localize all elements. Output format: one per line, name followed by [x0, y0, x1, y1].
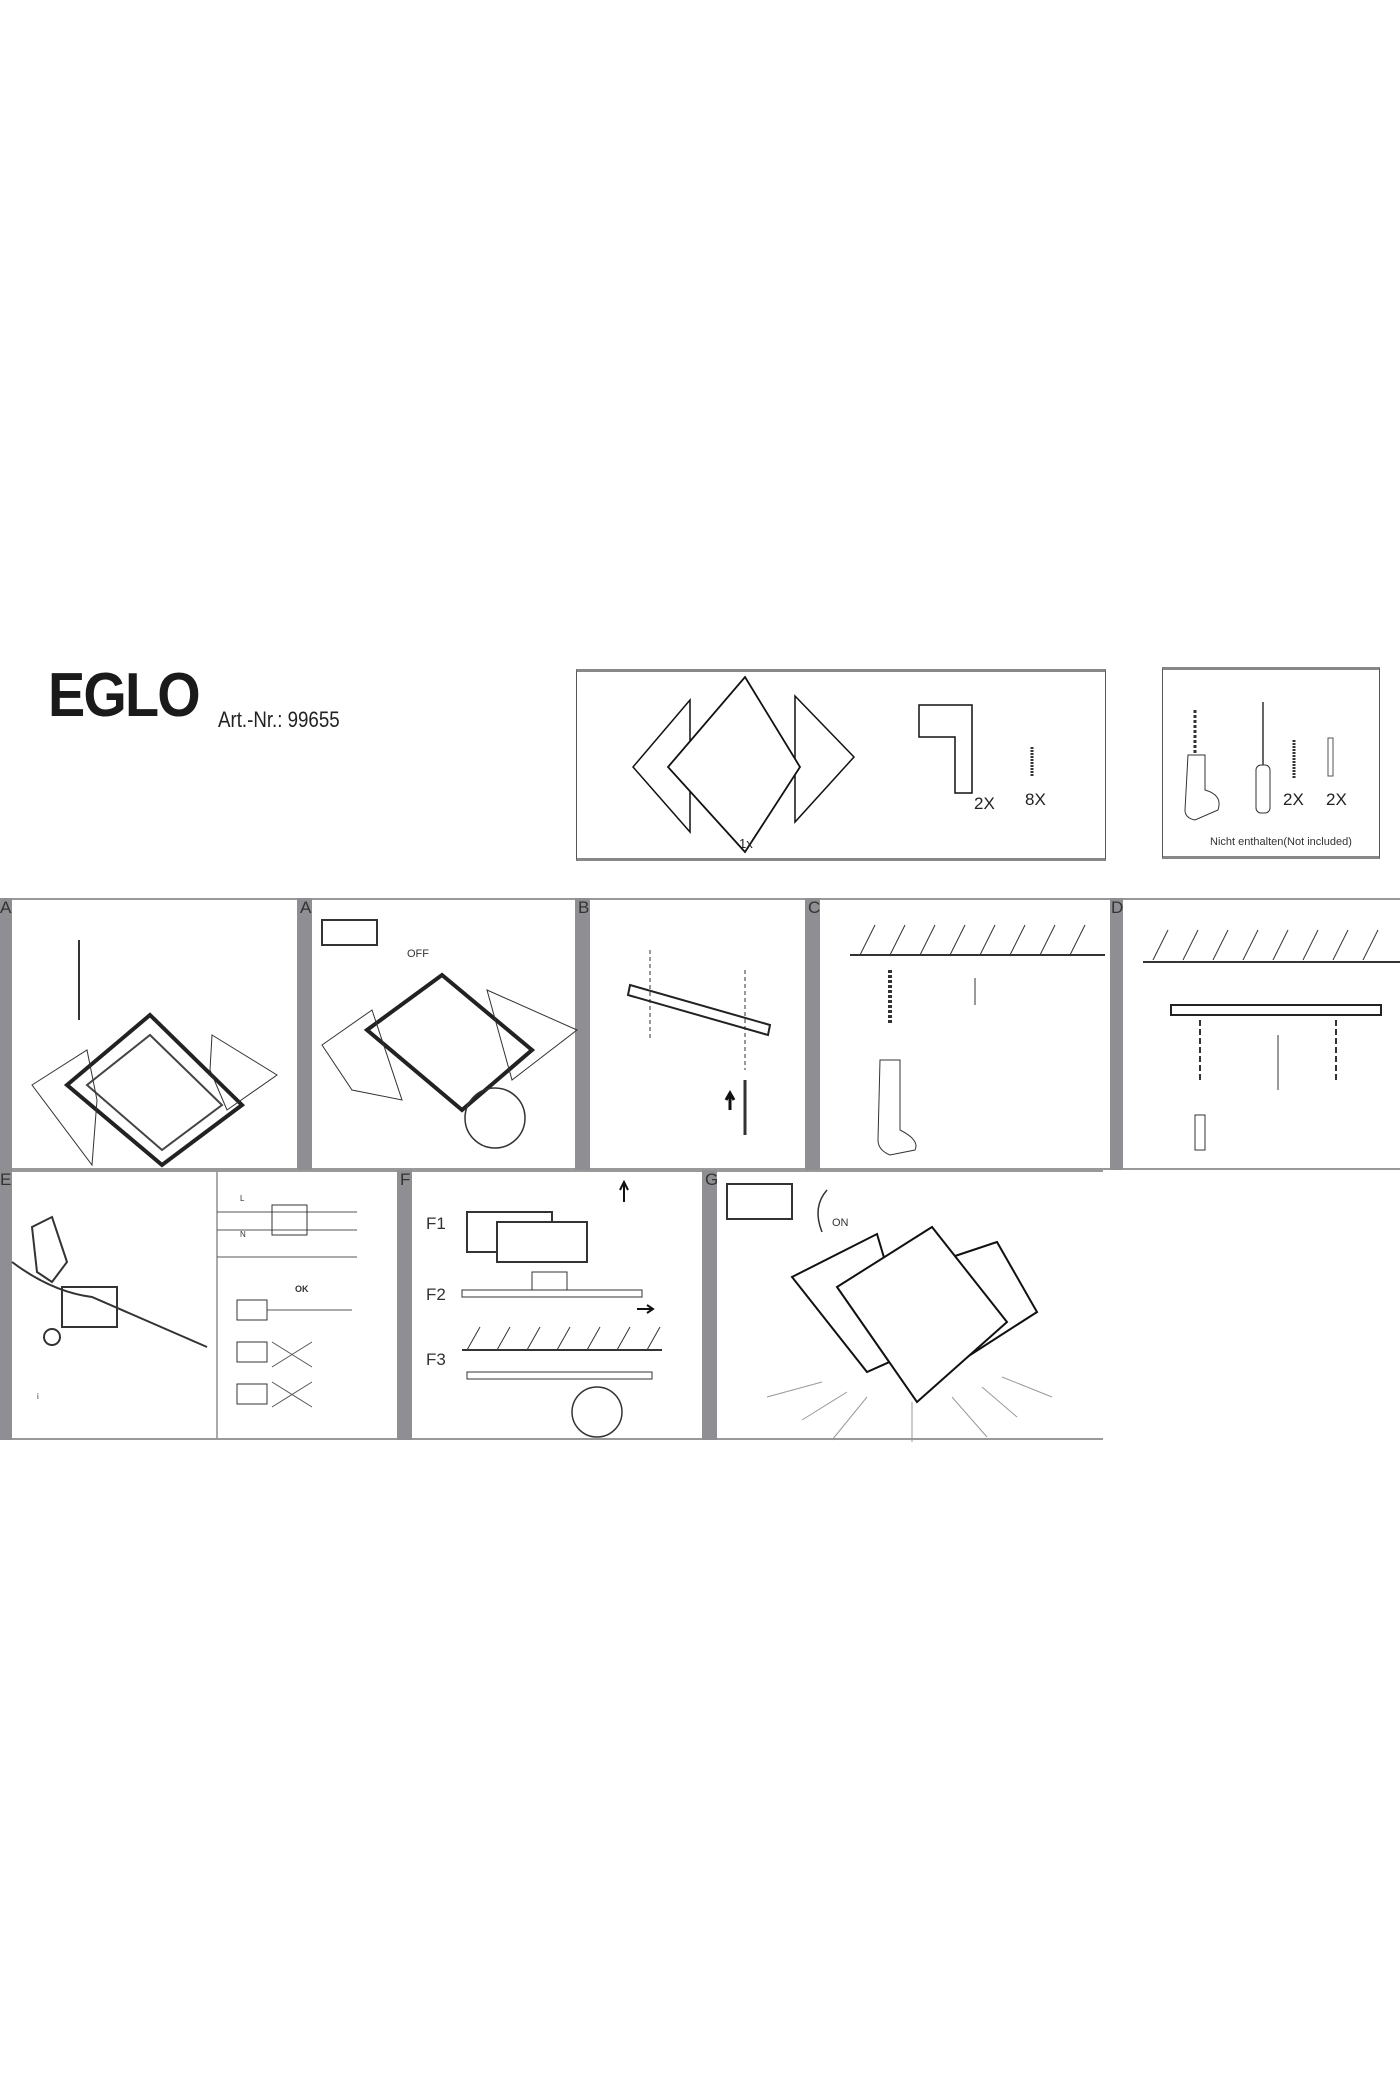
- wire-l-label: L: [240, 1194, 245, 1203]
- step-f-panel: F1 F2 F3: [412, 1170, 702, 1440]
- step-d-illustration: [1143, 929, 1400, 1151]
- tool-dowel-count: 2X: [1326, 790, 1347, 809]
- not-included-note: Nicht enthalten(Not included): [1210, 836, 1352, 848]
- on-label: ON: [832, 1217, 849, 1229]
- step-b-label: B: [578, 898, 590, 917]
- wire-n-label: N: [240, 1230, 246, 1239]
- step-a1-label: A: [0, 898, 12, 917]
- step-b-panel: [590, 898, 805, 1170]
- bracket-count: 2X: [974, 794, 995, 813]
- step-c-illustration: [850, 924, 1105, 1156]
- tools-box: 2X 2X Nicht enthalten(Not included): [1162, 667, 1380, 859]
- step-f-label: F: [400, 1170, 411, 1189]
- lamp-diagram: [632, 675, 1034, 854]
- f3-label: F3: [426, 1350, 446, 1369]
- step-e-label: E: [0, 1170, 12, 1189]
- step-a1-illustration: [31, 940, 278, 1168]
- step-a1-panel: [12, 898, 297, 1170]
- step-e-panel: L N OK i: [11, 1170, 397, 1440]
- step-a2-label: A: [300, 898, 312, 917]
- step-b-illustration: [626, 950, 772, 1135]
- step-a2-panel: OFF: [312, 898, 578, 1170]
- screw-count: 8X: [1025, 790, 1046, 809]
- step-d-label: D: [1111, 898, 1124, 917]
- step-g-label: G: [705, 1170, 719, 1189]
- off-label: OFF: [407, 948, 429, 960]
- step-f-illustration: [461, 1179, 662, 1438]
- step-c-label: C: [808, 898, 821, 917]
- step-g-panel: ON: [717, 1170, 1103, 1442]
- article-value: 99655: [287, 707, 340, 732]
- wiring-ok-label: OK: [295, 1284, 309, 1294]
- step-e-illustration: [11, 1172, 357, 1438]
- eglo-logo: EGLO: [48, 661, 201, 730]
- lamp-count: 1x: [739, 836, 753, 851]
- step-c-panel: [820, 898, 1110, 1170]
- step-d-panel: [1123, 898, 1400, 1170]
- e-mark: i: [37, 1392, 39, 1401]
- f1-label: F1: [426, 1214, 446, 1233]
- tool-screw-count: 2X: [1283, 790, 1304, 809]
- f2-label: F2: [426, 1285, 446, 1304]
- article-number: Art.-Nr.: 99655: [218, 707, 340, 733]
- step-a2-illustration: [321, 919, 578, 1149]
- parts-box: 1x 2X 8X: [576, 669, 1106, 861]
- step-g-illustration: [726, 1183, 1053, 1442]
- article-label: Art.-Nr.:: [218, 707, 283, 732]
- tools-diagram: [1184, 702, 1334, 821]
